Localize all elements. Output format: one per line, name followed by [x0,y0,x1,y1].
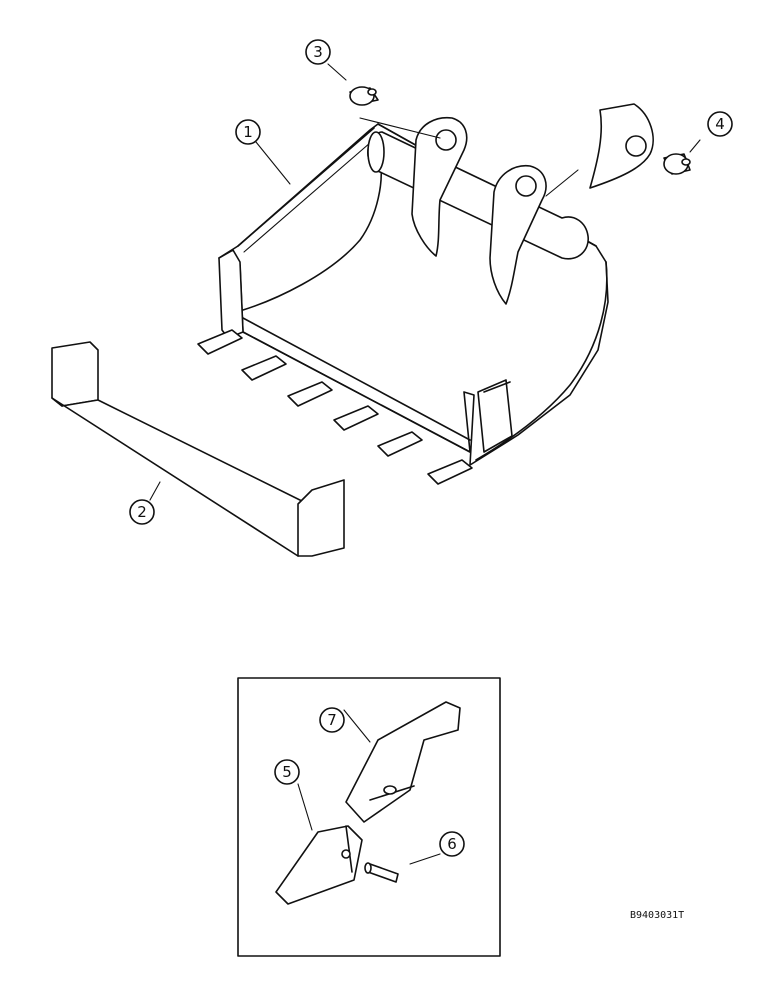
bolt-on-cutting-edge [51,341,345,557]
bucket-right-side-cutter [477,379,513,453]
tooth-1 [197,329,243,355]
tooth-6 [427,459,473,485]
callout-1-label: 1 [243,123,253,141]
callout-4-label: 4 [715,115,725,133]
tooth-4 [333,405,379,431]
reference-code: B9403031T [630,910,684,921]
bucket-floor-edge [242,317,471,441]
bushing-left [349,86,379,106]
callout-2-label: 2 [137,503,147,521]
detail-inset-frame [237,677,501,957]
bucket-left-rim-inner [243,135,379,253]
leader-lines [149,63,701,865]
ear-plate-leader [545,169,579,197]
callout-4: 4 [707,111,733,137]
callout-7: 7 [319,707,345,733]
callout-5-label: 5 [282,763,292,781]
ear-plate-bore [625,135,647,157]
bucket-right-end [475,261,608,461]
tooth-adapter [345,701,461,823]
callout-3: 3 [305,39,331,65]
edge-right-end [297,479,345,557]
callout-3-label: 3 [313,43,323,61]
tooth-5 [377,431,423,457]
lug-right-bore [515,175,537,197]
retaining-pin [364,862,399,883]
mounting-lug-right [489,165,547,305]
ear-plate [589,103,654,189]
bucket-inner-wall [242,331,471,453]
bucket-left-rim [237,127,375,247]
callout-2: 2 [129,499,155,525]
bushing-right [663,153,691,175]
tooth-tip [275,825,363,905]
callout-6: 6 [439,831,465,857]
callout-7-label: 7 [327,711,337,729]
callout-5: 5 [274,759,300,785]
edge-main-plate [51,397,313,557]
bucket-bottom-curve [242,159,382,311]
bucket-right-side-joint [483,381,511,393]
tooth-2 [241,355,287,381]
lug-left-bore [435,129,457,151]
edge-left-end [51,341,99,407]
callout-6-label: 6 [447,835,457,853]
callout-1: 1 [235,119,261,145]
bucket-left-side-cutter [218,249,244,339]
pivot-tube-end [367,131,385,173]
bucket-teeth [197,329,473,485]
tooth-3 [287,381,333,407]
mounting-lug-left [411,116,468,257]
bucket [197,103,654,485]
